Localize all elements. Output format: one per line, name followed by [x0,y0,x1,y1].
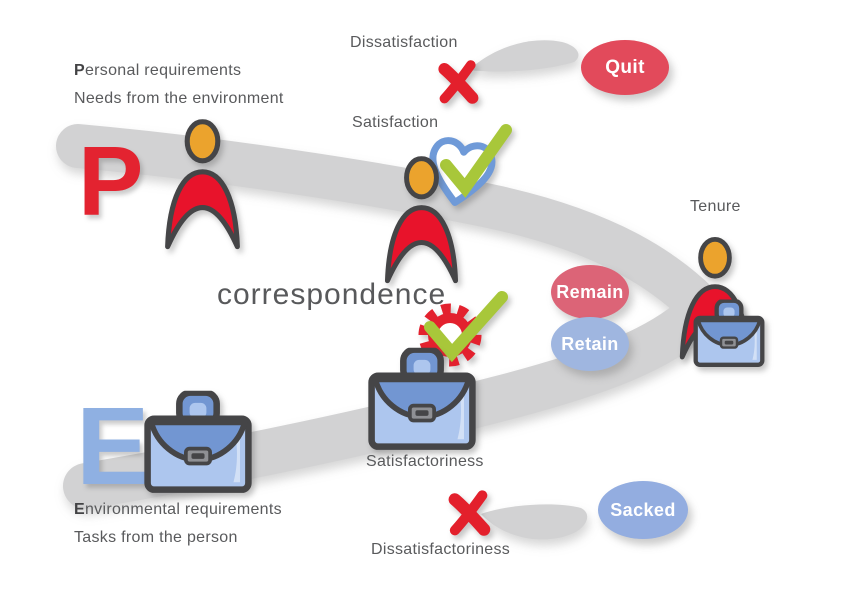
quit-badge: Quit [581,40,669,95]
big-letter-p: P [78,126,144,236]
gear-check-icon [418,291,508,367]
check-icon [424,291,508,363]
heart-check-icon [429,124,512,206]
retain-badge: Retain [551,317,629,371]
sacked-badge: Sacked [598,481,688,539]
briefcase-icon-e [142,388,254,498]
heart-icon [429,137,496,206]
tenure-label: Tenure [690,198,741,215]
environmental-lead-letter: E [74,501,85,518]
satisfaction-label: Satisfaction [352,114,439,131]
environmental-rest-text: nvironmental requirements [84,501,282,518]
personal-rest-text: ersonal requirements [84,62,242,79]
tasks-from-person-label: Tasks from the person [74,529,238,546]
correspondence-label: correspondence [217,278,447,311]
swoosh-to-sacked [481,504,588,540]
briefcase-icon-satisfactoriness [366,345,478,455]
personal-lead-letter: P [74,62,85,79]
sacked-label: Sacked [610,499,676,520]
x-icon-dissatisfactoriness [444,486,494,538]
satisfactoriness-label: Satisfactoriness [366,453,484,470]
x-icon-dissatisfaction [434,56,482,106]
dissatisfaction-label: Dissatisfaction [350,34,458,51]
check-icon [440,124,512,198]
retain-label: Retain [561,333,619,354]
needs-from-environment-label: Needs from the environment [74,90,284,107]
person-icon-p [160,119,245,251]
quit-label: Quit [605,56,645,78]
dissatisfactoriness-label: Dissatisfactoriness [371,541,511,558]
personal-requirements-label: Personal requirements [74,62,241,80]
remain-label: Remain [556,281,624,302]
remain-badge: Remain [551,265,629,319]
big-letter-e: E [76,385,150,508]
briefcase-icon-tenure [692,299,766,369]
person-icon-satisfaction [380,156,463,285]
environmental-requirements-label: Environmental requirements [74,501,282,519]
swoosh-to-quit [469,40,579,72]
